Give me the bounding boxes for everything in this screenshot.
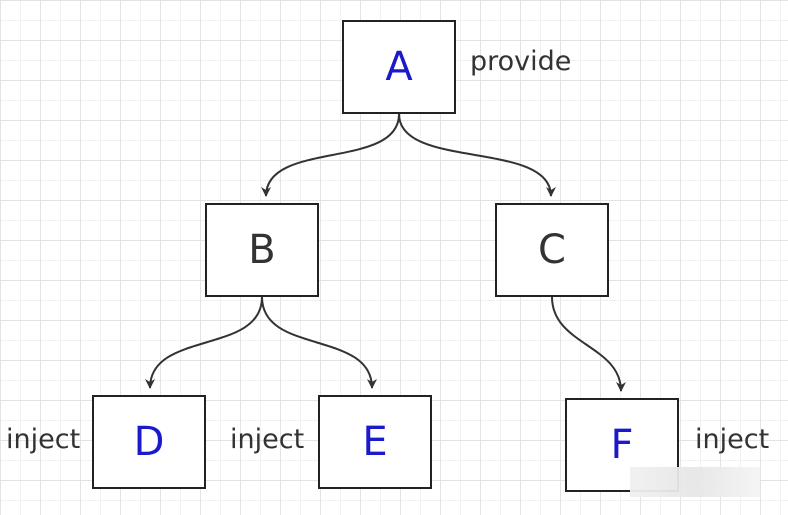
annotation-provide: provide: [470, 46, 572, 77]
node-a[interactable]: A: [342, 20, 456, 114]
edge-a-b: [261, 113, 400, 197]
edge-a-c: [398, 113, 556, 197]
node-d-label: D: [133, 419, 165, 465]
node-e[interactable]: E: [318, 395, 432, 489]
annotation-inject-f: inject: [695, 424, 770, 455]
node-b-label: B: [248, 227, 276, 273]
edge-b-d: [145, 296, 263, 389]
node-c-label: C: [538, 227, 566, 273]
node-f-label: F: [610, 422, 634, 468]
node-b[interactable]: B: [205, 203, 319, 297]
annotation-inject-d: inject: [6, 424, 81, 455]
node-c[interactable]: C: [495, 203, 609, 297]
node-a-label: A: [385, 44, 413, 90]
node-e-label: E: [362, 419, 388, 465]
watermark-blur: [630, 467, 760, 497]
annotation-inject-e: inject: [230, 424, 305, 455]
edge-b-e: [261, 296, 377, 389]
edge-c-f: [551, 296, 626, 392]
node-d[interactable]: D: [92, 395, 206, 489]
